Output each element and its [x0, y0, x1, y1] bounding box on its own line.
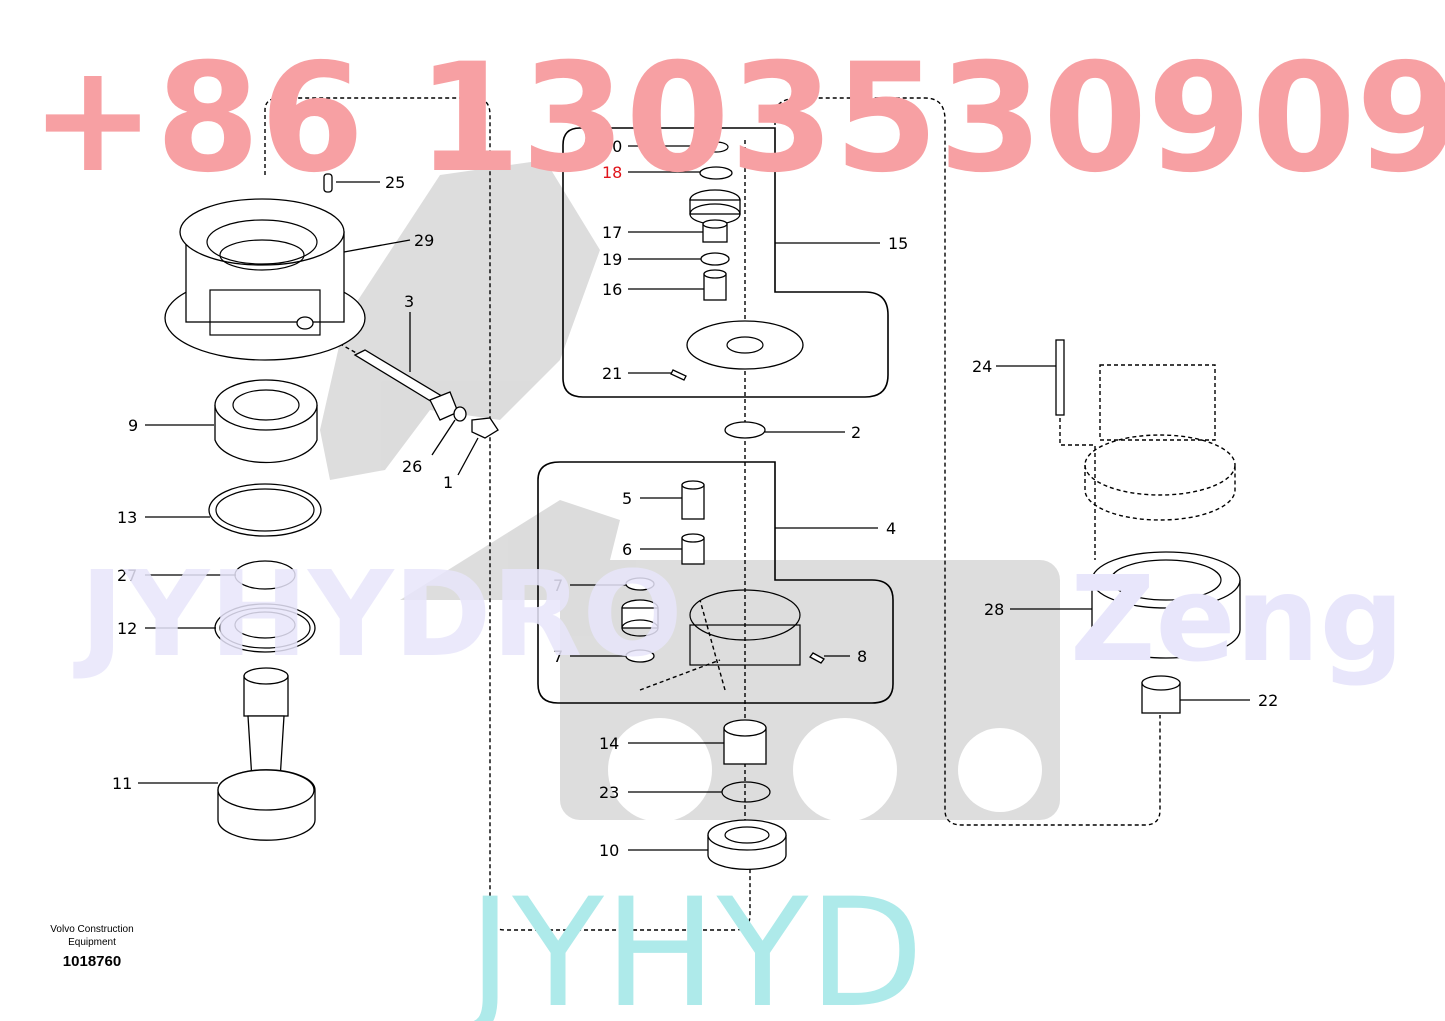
washer-7a-part [625, 577, 655, 591]
callout-8: 8 [857, 647, 867, 666]
callout-9: 9 [128, 416, 138, 435]
callout-19: 19 [602, 250, 622, 269]
pin-25-part [323, 173, 333, 193]
pinion-22-part [1141, 675, 1181, 714]
callout-6: 6 [622, 540, 632, 559]
callout-21: 21 [602, 364, 622, 383]
swing-gear-housing-part [164, 198, 366, 361]
callout-7a: 7 [553, 576, 563, 595]
callout-11: 11 [112, 774, 132, 793]
callout-1: 1 [443, 473, 453, 492]
bushing-17-part [702, 219, 728, 243]
caption-line1: Volvo Construction [50, 924, 133, 935]
bushing-6-part [681, 533, 705, 565]
pin-8-part [809, 652, 825, 664]
washer-19-part [700, 252, 730, 266]
gear-planet-15-part [689, 189, 741, 225]
pinion-shaft-11-part [217, 667, 316, 841]
callout-22: 22 [1258, 691, 1278, 710]
callout-2: 2 [851, 423, 861, 442]
pin-16-part [703, 269, 727, 301]
brand-watermark-mid: JYHYDRO [73, 545, 683, 683]
bolt-24-part [1055, 339, 1065, 416]
planet-gear-4-part [621, 599, 659, 637]
callout-labels: 25 29 3 9 26 1 13 27 12 11 20 18 17 19 1… [112, 137, 1278, 860]
callout-23: 23 [599, 783, 619, 802]
callout-17: 17 [602, 223, 622, 242]
swing-motor-part [1084, 364, 1236, 521]
callout-5: 5 [622, 489, 632, 508]
callout-26: 26 [402, 457, 422, 476]
plug-1-part [471, 417, 499, 439]
callout-4: 4 [886, 519, 896, 538]
caption-line2: Equipment [68, 937, 116, 948]
callout-12: 12 [117, 619, 137, 638]
phone-watermark: +86 13035309093 [30, 32, 1445, 206]
callout-28: 28 [984, 600, 1004, 619]
bolt-3-part [353, 349, 459, 421]
drawing-number: 1018760 [63, 953, 121, 970]
callout-3: 3 [404, 292, 414, 311]
callout-24: 24 [972, 357, 992, 376]
brand-watermark-bottom: JYHYD [460, 867, 924, 1021]
carrier-4-part [689, 589, 801, 666]
callout-25: 25 [385, 173, 405, 192]
callout-leader-lines [138, 145, 1250, 851]
callout-10: 10 [599, 841, 619, 860]
group-box-15 [562, 127, 889, 398]
ring-18-part [699, 166, 733, 180]
carrier-15-part [686, 320, 804, 370]
sun-gear-14-part [723, 719, 767, 765]
snap-ring-20-part [703, 141, 729, 153]
callout-18: 18 [602, 163, 622, 182]
wheel-watermark-icon [608, 718, 1042, 822]
bearing-9-part [214, 379, 318, 464]
pin-21-part [670, 369, 687, 381]
seal-ring-13-part [208, 483, 322, 537]
washer-26-part [453, 406, 467, 422]
bearing-10-part [707, 819, 787, 871]
callout-14: 14 [599, 734, 619, 753]
callout-15: 15 [888, 234, 908, 253]
callout-29: 29 [414, 231, 434, 250]
group-box-4 [537, 461, 894, 704]
brand-watermark-right: Zeng [1070, 550, 1404, 688]
callout-16: 16 [602, 280, 622, 299]
thrust-washer-2-part [724, 421, 766, 439]
pin-5-part [681, 480, 705, 520]
callout-7b: 7 [553, 647, 563, 666]
callout-13: 13 [117, 508, 137, 527]
ring-gear-28-part [1091, 551, 1241, 659]
callout-27: 27 [117, 566, 137, 585]
callout-20: 20 [602, 137, 622, 156]
